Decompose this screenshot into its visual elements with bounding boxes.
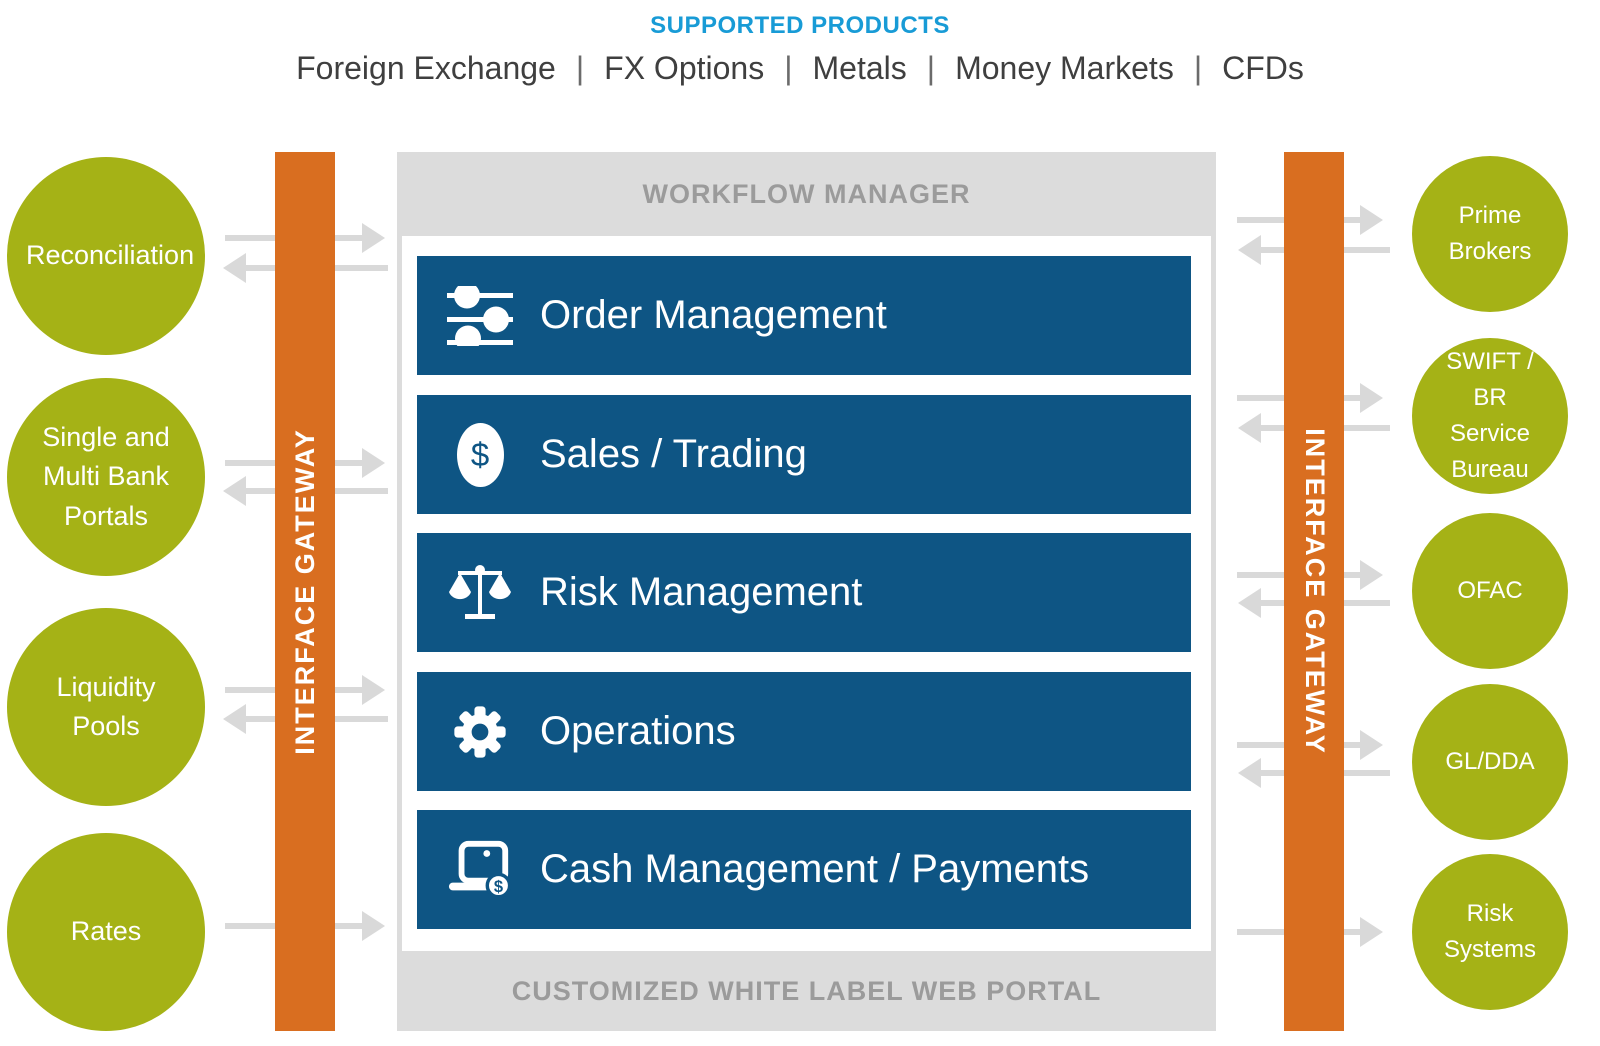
workflow-manager-panel: WORKFLOW MANAGER Order [397,152,1216,1031]
left-node-single-multi-bank-portals: Single and Multi Bank Portals [7,378,205,576]
node-label: Prime Brokers [1448,202,1532,265]
gateway-label: INTERFACE GATEWAY [1299,428,1330,755]
product-separator: | [926,50,936,86]
right-node-gl-dda: GL/DDA [1412,684,1568,840]
product-item: Foreign Exchange [296,50,556,86]
left-node-liquidity-pools: Liquidity Pools [7,608,205,806]
node-label: SWIFT / BR Service Bureau [1446,348,1534,483]
dollar-glyph: $ [470,435,490,473]
module-label: Cash Management / Payments [540,847,1090,891]
dollar-circle-icon: $ [447,420,513,490]
node-label: GL/DDA [1445,748,1535,775]
interface-gateway-left: INTERFACE GATEWAY [275,152,335,1031]
gateway-label: INTERFACE GATEWAY [289,428,320,755]
module-cash-management-payments: $ Cash Management / Payments [417,810,1191,929]
product-separator: | [575,50,585,86]
module-risk-management: Risk Management [417,533,1191,652]
module-sales-trading: $ Sales / Trading [417,395,1191,514]
left-node-rates: Rates [7,833,205,1031]
web-portal-footer: CUSTOMIZED WHITE LABEL WEB PORTAL [511,975,1102,1006]
node-label: Risk Systems [1443,900,1536,963]
module-operations: Operations [417,672,1191,791]
workflow-modules-container: Order Management $ Sales / Trading [402,236,1211,951]
module-label: Sales / Trading [540,432,807,476]
interface-gateway-right: INTERFACE GATEWAY [1284,152,1344,1031]
workflow-manager-header: WORKFLOW MANAGER [642,178,971,209]
node-label: Single and Multi Bank Portals [42,422,170,531]
supported-products-title: SUPPORTED PRODUCTS [650,12,950,39]
module-label: Order Management [540,293,887,337]
product-item: Metals [812,50,907,86]
right-node-ofac: OFAC [1412,513,1568,669]
product-separator: | [1193,50,1203,86]
node-label: Rates [70,916,142,947]
scales-icon [447,558,513,628]
sliders-icon [447,281,513,351]
product-item: Money Markets [955,50,1174,86]
right-node-risk-systems: Risk Systems [1412,854,1568,1010]
coin-dollar-glyph: $ [494,877,503,895]
right-node-prime-brokers: Prime Brokers [1412,156,1568,312]
product-item: CFDs [1222,50,1304,86]
module-label: Operations [540,709,736,753]
node-label: Liquidity Pools [56,671,156,741]
product-item: FX Options [604,50,765,86]
left-node-reconciliation: Reconciliation [7,157,205,355]
product-separator: | [784,50,793,86]
products-list: Foreign Exchange | FX Options | Metals | Money… [0,50,1600,87]
module-label: Risk Management [540,570,863,614]
gear-icon [447,697,513,767]
right-node-swift-br-service-bureau: SWIFT / BR Service Bureau [1412,338,1568,494]
node-label: Reconciliation [26,240,195,271]
laptop-dollar-icon: $ [447,835,513,905]
module-order-management: Order Management [417,256,1191,375]
node-label: OFAC [1457,577,1523,604]
